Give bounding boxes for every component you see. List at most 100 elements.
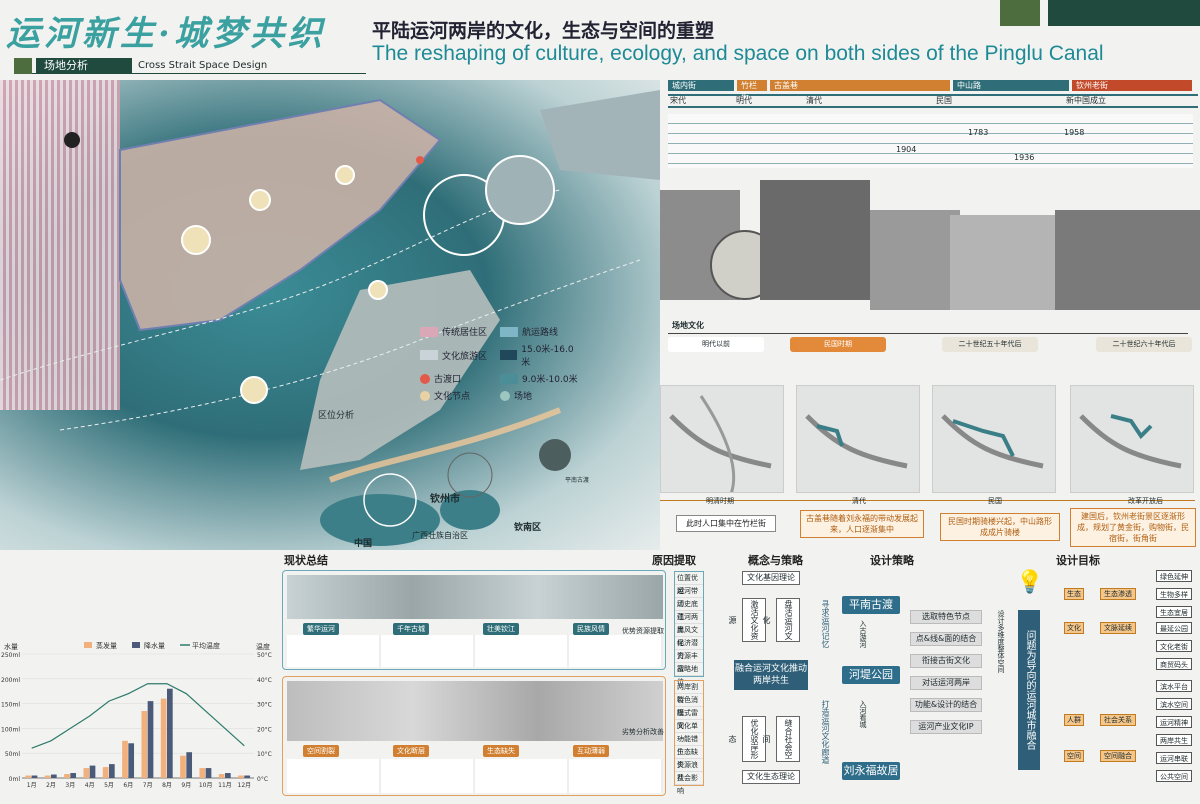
street-tag: 中山路 — [953, 80, 1069, 91]
bar-evaporation — [180, 755, 186, 778]
bar-evaporation — [199, 768, 206, 778]
goal-item: 滨水空间 — [1156, 698, 1192, 710]
reason-item: 运河带动 — [675, 585, 703, 608]
reason-item: 社会影响 — [675, 772, 703, 795]
map-graphic — [0, 80, 660, 546]
bar-precipitation — [205, 768, 212, 778]
weakness-notes — [287, 759, 663, 793]
goal-item: 生物多样 — [1156, 588, 1192, 600]
x-tick-label: 9月 — [181, 782, 191, 789]
goal-item: 公共空间 — [1156, 770, 1192, 782]
y2-tick-label: 10°C — [257, 751, 272, 758]
bar-evaporation — [122, 740, 128, 778]
design-goal-center: 问题为导向的运河城市融合 — [1018, 610, 1040, 770]
lightbulb-icon: 💡 — [1016, 570, 1044, 595]
bar-precipitation — [89, 765, 96, 778]
theory-box: 文化基因理论 — [742, 571, 800, 585]
bar-evaporation — [44, 775, 51, 778]
reason-item: 资源丰富 — [675, 650, 703, 673]
era-label: 明代 — [736, 96, 752, 105]
x-tick-label: 5月 — [104, 782, 114, 789]
design-vertical: 设计多维度整体空间 — [997, 610, 1005, 673]
y2-tick-label: 40°C — [257, 677, 272, 684]
street-tag: 竹栏街 — [737, 80, 767, 101]
reason-item: 文化单一 — [675, 720, 703, 743]
design-node: 刘永福故居 — [842, 762, 900, 780]
legend-item: 文化节点 — [420, 389, 500, 402]
legend-swatch — [84, 642, 92, 648]
strategy-box: 优化驳岸形态 — [728, 716, 766, 762]
decor-block-green — [1000, 0, 1040, 26]
goal-item: 生态宜居 — [1156, 606, 1192, 618]
weakness-tag: 生态缺失 — [483, 745, 519, 757]
goal-item: 运河精神 — [1156, 716, 1192, 728]
legend-label: 场地 — [514, 392, 533, 402]
strength-notes — [287, 635, 663, 667]
bar-evaporation — [83, 768, 90, 778]
street-tag: 钦州老街 — [1072, 80, 1192, 91]
y-tick-label: 250ml — [1, 652, 20, 659]
flow-label: 优势资源提取 — [622, 627, 664, 635]
stage-bubble: 二十世纪五十年代后 — [942, 337, 1038, 352]
bar-precipitation — [51, 774, 57, 778]
legend-item: 15.0米-16.0米 — [500, 342, 580, 368]
bar-evaporation — [64, 774, 70, 778]
goal-tag: 文脉延续 — [1100, 622, 1136, 634]
era-label: 新中国成立 — [1066, 96, 1106, 105]
weakness-tag: 互动薄弱 — [573, 745, 609, 757]
legend-label: 文化节点 — [434, 392, 471, 402]
y-axis-label: 水量 — [4, 642, 18, 651]
y-tick-label: 0ml — [9, 776, 21, 783]
goal-tag: 社会关系 — [1100, 714, 1136, 726]
x-tick-label: 8月 — [162, 782, 172, 789]
map-label: 清代 — [852, 497, 866, 505]
goal-item: 运河串联 — [1156, 752, 1192, 764]
legend-swatch — [420, 350, 438, 360]
y-tick-label: 150ml — [1, 702, 20, 709]
legend-swatch — [500, 390, 510, 401]
x-tick-label: 1月 — [27, 782, 37, 789]
legend-item: 文化旅游区 — [420, 342, 500, 368]
historic-map — [660, 385, 784, 493]
bar-evaporation — [102, 767, 109, 778]
x-tick-label: 10月 — [199, 782, 213, 789]
stage-bubble: 明代以前 — [668, 337, 764, 352]
x-tick-label: 7月 — [143, 782, 153, 789]
stage-header: 场地文化 — [672, 321, 704, 330]
photo — [950, 215, 1060, 310]
status-title: 现状总结 — [284, 554, 328, 567]
reason-item: 民风文化 — [675, 624, 703, 647]
y-tick-label: 50ml — [5, 751, 20, 758]
legend-label: 古渡口 — [434, 375, 462, 385]
legend-swatch — [420, 390, 430, 401]
y2-tick-label: 0°C — [257, 776, 268, 783]
bar-evaporation — [218, 774, 225, 778]
goals-title: 设计目标 — [1056, 554, 1100, 567]
place-label: 钦南区 — [514, 523, 542, 533]
legend-label: 文化旅游区 — [442, 351, 488, 362]
concept-vertical: 寻求运河记忆 — [821, 600, 830, 648]
reason-item: 江河两岸 — [675, 611, 703, 634]
concept-vertical: 打造运河文化廊道 — [821, 700, 830, 764]
reason-item: 资源浪费 — [675, 759, 703, 782]
timeline-lines — [668, 114, 1193, 168]
strength-tag: 民族风情 — [573, 623, 609, 635]
x-tick-label: 3月 — [65, 782, 75, 789]
stage-title: 二十世纪五十年代后 — [958, 340, 1022, 348]
goal-group: 空间 — [1064, 750, 1084, 762]
reasons-top-list: 位置优越 运河带动 历史底蕴 江河两岸 民风文化 经济潜力 资源丰富 战略地位 — [674, 571, 704, 686]
reason-item: 模式雷同 — [675, 707, 703, 730]
flow-label: 劣势分析改善 — [622, 728, 664, 736]
site-map: 传统居住区 航运路线 文化旅游区 15.0米-16.0米 古渡口 9.0米-10… — [0, 80, 660, 550]
goal-item: 最延公园 — [1156, 622, 1192, 634]
bar-evaporation — [238, 775, 244, 778]
x-tick-label: 11月 — [218, 782, 232, 789]
section-en: Cross Strait Space Design — [138, 60, 268, 71]
historic-photos — [660, 180, 1200, 330]
climate-chart-svg: 0ml50ml100ml150ml200ml250ml0°C10°C20°C30… — [1, 641, 272, 789]
stage-title: 明代以前 — [702, 340, 730, 348]
legend-item: 传统居住区 — [420, 325, 500, 338]
design-node: 平南古渡 — [842, 596, 900, 614]
strategy-box: 激活文化资源 — [728, 598, 766, 642]
